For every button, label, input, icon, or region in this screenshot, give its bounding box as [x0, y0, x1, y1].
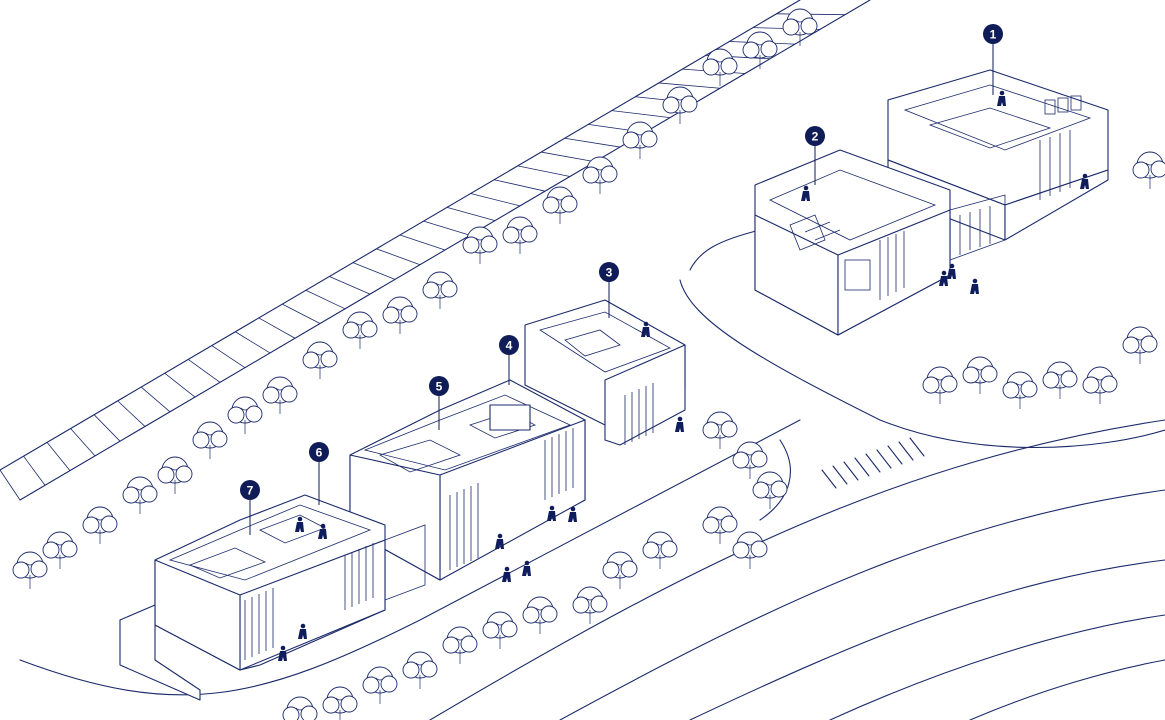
person-icon: [1080, 173, 1089, 189]
tree-icon: [582, 156, 618, 194]
person-icon: [278, 645, 287, 661]
person-icon: [298, 623, 307, 639]
tree-icon: [732, 531, 768, 569]
building-6-7: [119, 494, 426, 701]
tree-icon: [42, 531, 78, 569]
person-icon: [801, 185, 810, 201]
tree-icon: [122, 476, 158, 514]
person-icon: [970, 278, 979, 294]
tree-icon: [622, 121, 658, 159]
tree-icon: [442, 626, 478, 664]
marker-7-label: 7: [247, 484, 254, 498]
tree-icon: [422, 271, 458, 309]
person-icon: [675, 416, 684, 432]
tree-icon: [362, 666, 398, 704]
tree-icon: [752, 471, 788, 509]
person-icon: [495, 533, 504, 549]
tree-icon: [1122, 326, 1158, 364]
marker-6-label: 6: [316, 446, 323, 460]
tree-icon: [732, 441, 768, 479]
tree-icon: [642, 531, 678, 569]
tree-icon: [462, 226, 498, 264]
marker-3: 3: [599, 262, 619, 318]
tree-icon: [402, 651, 438, 689]
tree-icon: [962, 356, 998, 394]
tree-icon: [572, 586, 608, 624]
sidewalk: [0, 0, 871, 501]
marker-3-label: 3: [606, 266, 613, 280]
tree-icon: [522, 596, 558, 634]
tree-groups: [12, 8, 1165, 720]
tree-icon: [702, 48, 738, 86]
person-icon: [295, 516, 304, 532]
people: [278, 90, 1089, 661]
tree-icon: [192, 421, 228, 459]
tree-icon: [542, 186, 578, 224]
tree-icon: [322, 686, 358, 720]
tree-icon: [1132, 151, 1165, 189]
marker-5-label: 5: [436, 380, 443, 394]
tree-icon: [82, 506, 118, 544]
marker-2: 2: [805, 126, 825, 185]
tree-icon: [1082, 366, 1118, 404]
person-icon: [318, 523, 327, 539]
tree-icon: [922, 366, 958, 404]
tree-icon: [342, 311, 378, 349]
tree-icon: [482, 611, 518, 649]
marker-4: 4: [499, 335, 519, 385]
marker-5: 5: [429, 376, 449, 430]
tree-icon: [302, 341, 338, 379]
marker-1: 1: [983, 24, 1003, 95]
crosswalk: [821, 437, 925, 489]
person-icon: [641, 321, 650, 337]
tree-icon: [282, 696, 318, 720]
person-icon: [997, 90, 1006, 106]
tree-icon: [702, 411, 738, 449]
person-icon: [947, 263, 956, 279]
marker-7: 7: [240, 480, 260, 535]
tree-icon: [382, 296, 418, 334]
tree-icon: [782, 8, 818, 46]
marker-1-label: 1: [990, 28, 997, 42]
person-icon: [522, 560, 531, 576]
tree-icon: [1002, 371, 1038, 409]
tree-icon: [227, 396, 263, 434]
person-icon: [547, 505, 556, 521]
tree-icon: [602, 551, 638, 589]
road-lines: [19, 229, 1165, 720]
person-icon: [568, 506, 577, 522]
person-icon: [939, 270, 948, 286]
tree-icon: [502, 216, 538, 254]
building-4-5: [349, 379, 586, 581]
marker-4-label: 4: [506, 339, 513, 353]
numbered-markers: 1 2 3 4 5 6 7: [240, 24, 1003, 535]
tree-icon: [702, 506, 738, 544]
tree-icon: [662, 86, 698, 124]
marker-2-label: 2: [812, 130, 819, 144]
tree-icon: [1042, 361, 1078, 399]
tree-icon: [157, 456, 193, 494]
tree-icon: [12, 551, 48, 589]
tree-icon: [742, 31, 778, 69]
marker-6: 6: [309, 442, 329, 505]
tree-icon: [262, 376, 298, 414]
person-icon: [502, 566, 511, 582]
